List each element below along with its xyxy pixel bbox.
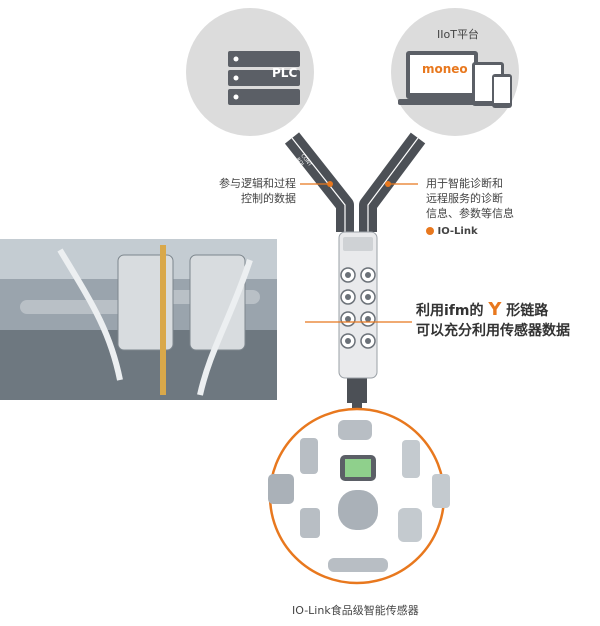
right-note-line: 远程服务的诊断 xyxy=(426,192,503,205)
io-port-core xyxy=(365,272,371,278)
headline-part1: 利用ifm的 xyxy=(416,303,484,319)
io-port-core xyxy=(345,316,351,322)
sensor-images xyxy=(268,420,450,572)
server-icon xyxy=(228,51,300,105)
headline-y: Y xyxy=(488,299,502,320)
devices-icon xyxy=(398,51,512,108)
left-note-line: 参与逻辑和过程 xyxy=(219,177,296,190)
headline-part2: 形链路 xyxy=(506,303,549,319)
io-port-core xyxy=(365,316,371,322)
headline-line1: 利用ifm的 Y 形链路 xyxy=(416,300,600,321)
headline: 利用ifm的 Y 形链路 可以充分利用传感器数据 xyxy=(416,300,600,341)
factory-photo xyxy=(0,239,277,400)
io-link-brand-text: IO-Link xyxy=(437,226,478,237)
io-port-core xyxy=(345,272,351,278)
right-leader-dot xyxy=(385,181,391,187)
right-note-line: 用于智能诊断和 xyxy=(426,177,503,190)
io-port-core xyxy=(365,338,371,344)
iiot-title: IIoT平台 xyxy=(437,28,479,41)
left-leader-dot xyxy=(327,181,333,187)
moneo-label: moneo xyxy=(422,62,468,76)
left-note: 参与逻辑和过程 控制的数据 xyxy=(214,176,296,206)
y-cable xyxy=(284,132,426,410)
left-note-line: 控制的数据 xyxy=(241,192,296,205)
io-link-master xyxy=(338,231,378,379)
io-port-core xyxy=(365,294,371,300)
right-note: 用于智能诊断和 远程服务的诊断 信息、参数等信息 IO-Link xyxy=(426,176,536,239)
right-note-line: 信息、参数等信息 xyxy=(426,207,514,220)
plc-label: PLC xyxy=(272,66,298,80)
io-link-brand: IO-Link xyxy=(426,223,536,239)
headline-line2: 可以充分利用传感器数据 xyxy=(416,323,570,339)
io-port-core xyxy=(345,338,351,344)
io-port-core xyxy=(345,294,351,300)
sensor-caption: IO-Link食品级智能传感器 xyxy=(292,604,419,617)
io-link-logo-icon xyxy=(426,227,434,235)
